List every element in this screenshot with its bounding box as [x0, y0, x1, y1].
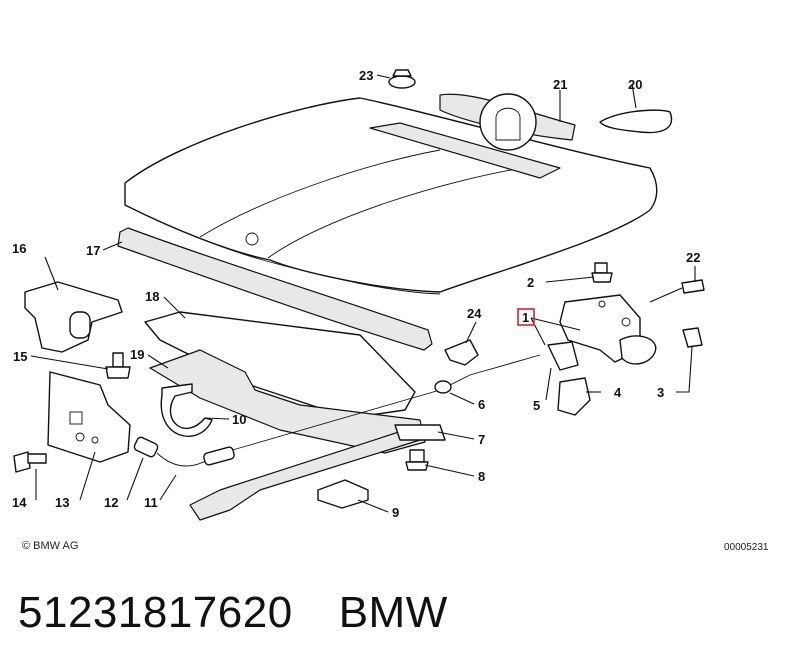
callout-labels: 1 2 3 4 5 6 7 8 9 10 11 12 13 14 15 16 1… — [12, 68, 700, 520]
callout-20: 20 — [628, 77, 642, 92]
release-cable — [156, 354, 541, 467]
callout-10: 10 — [232, 412, 246, 427]
callout-15: 15 — [13, 349, 27, 364]
callout-11: 11 — [144, 495, 158, 510]
part-caption: 51231817620 BMW — [18, 588, 448, 638]
drawing-number: 00005231 — [724, 542, 769, 553]
callout-5: 5 — [533, 398, 540, 413]
callout-19: 19 — [130, 347, 144, 362]
part-number: 51231817620 — [18, 588, 293, 637]
callout-7: 7 — [478, 432, 485, 447]
callout-22: 22 — [686, 250, 700, 265]
callout-9: 9 — [392, 505, 399, 520]
callout-1: 1 — [522, 310, 529, 325]
callout-6: 6 — [478, 397, 485, 412]
callout-24: 24 — [467, 306, 482, 321]
callout-4: 4 — [614, 385, 622, 400]
callout-3: 3 — [657, 385, 664, 400]
callout-13: 13 — [55, 495, 69, 510]
callout-8: 8 — [478, 469, 485, 484]
hinge-plate — [47, 371, 131, 463]
insulation-panel-lower — [149, 349, 426, 454]
callout-16: 16 — [12, 241, 26, 256]
brand-name: BMW — [338, 588, 448, 637]
callout-23: 23 — [359, 68, 373, 83]
callout-21: 21 — [553, 77, 567, 92]
hood-drawing — [124, 97, 658, 295]
seal-strip — [117, 227, 433, 351]
callout-17: 17 — [86, 243, 100, 258]
callout-18: 18 — [145, 289, 159, 304]
copyright-notice: © BMW AG — [22, 540, 79, 552]
callout-14: 14 — [12, 495, 27, 510]
callout-2: 2 — [527, 275, 534, 290]
parts-diagram: 1 2 3 4 5 6 7 8 9 10 11 12 13 14 15 16 1… — [12, 68, 705, 521]
callout-12: 12 — [104, 495, 118, 510]
cable-clip — [160, 383, 213, 437]
highlight-box — [517, 308, 535, 326]
